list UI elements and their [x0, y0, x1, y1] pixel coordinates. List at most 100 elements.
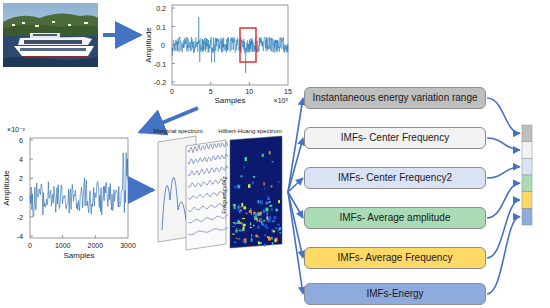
drawing-part — [251, 238, 253, 242]
drawing-part — [267, 215, 268, 219]
axis-label: 2000 — [88, 242, 104, 249]
feature-vector — [522, 125, 532, 225]
axis-label: Marginal spectrum — [153, 128, 202, 134]
flow-arrow — [103, 33, 140, 37]
axis-label: 0.2 — [156, 5, 166, 12]
drawing-part — [233, 205, 236, 207]
drawing-part — [258, 201, 260, 204]
drawing-part — [30, 197, 33, 198]
drawing-part — [243, 227, 245, 230]
drawing-part — [269, 216, 272, 220]
drawing-part — [522, 192, 532, 209]
drawing-part — [188, 166, 228, 176]
box-label: IMFs- Center Frequency2 — [338, 172, 452, 184]
axis-label: 0 — [161, 42, 165, 49]
drawing-part — [172, 5, 288, 85]
axis-label: 15 — [284, 88, 292, 95]
drawing-part — [257, 212, 260, 216]
drawing-part — [269, 201, 271, 202]
axis-label: Samples — [63, 252, 94, 260]
drawing-part — [14, 46, 94, 56]
drawing-part — [262, 154, 264, 157]
drawing-part — [259, 218, 262, 220]
drawing-part — [264, 182, 265, 185]
drawing-part — [230, 136, 282, 248]
drawing-part — [3, 36, 98, 67]
flow-arrow — [133, 188, 153, 192]
drawing-part — [3, 25, 98, 36]
drawing-part — [259, 220, 261, 223]
drawing-part — [267, 202, 270, 203]
drawing-part — [95, 235, 96, 238]
drawing-part — [233, 204, 236, 207]
drawing-part — [239, 230, 242, 232]
drawing-part — [271, 208, 272, 211]
drawing-part — [272, 220, 274, 222]
drawing-part — [249, 210, 252, 213]
drawing-part — [249, 82, 250, 85]
drawing-part — [35, 25, 39, 27]
axis-label: ×10⁻³ — [7, 126, 25, 133]
drawing-part — [3, 3, 98, 67]
drawing-part — [188, 228, 228, 235]
drawing-part — [288, 178, 303, 192]
box-label: IMFs- Average Frequency — [338, 252, 453, 264]
drawing-part — [30, 236, 33, 237]
drawing-part — [30, 178, 33, 179]
boat-photo — [3, 3, 98, 67]
drawing-part — [269, 219, 271, 222]
drawing-part — [269, 205, 272, 207]
drawing-part — [30, 216, 33, 217]
drawing-part — [240, 175, 242, 177]
drawing-part — [245, 242, 246, 243]
axis-label: 6 — [19, 137, 23, 144]
drawing-part — [252, 182, 254, 185]
drawing-part — [288, 138, 303, 192]
axis-label: Amplitude — [3, 170, 11, 206]
drawing-part — [271, 237, 273, 240]
drawing-part — [487, 138, 520, 150]
drawing-part — [172, 8, 175, 9]
drawing-part — [271, 185, 273, 187]
drawing-part — [234, 186, 236, 189]
drawing-part — [244, 239, 247, 241]
drawing-part — [238, 208, 240, 211]
drawing-part — [234, 207, 236, 209]
box-label: IMFs- Average amplitude — [340, 212, 451, 224]
drawing-part — [52, 21, 55, 23]
axis-label: 1000 — [55, 242, 71, 249]
drawing-part — [267, 212, 269, 216]
drawing-part — [188, 142, 228, 235]
drawing-part — [268, 238, 271, 241]
drawing-part — [262, 224, 265, 226]
drawing-part — [237, 221, 240, 224]
drawing-part — [233, 226, 235, 227]
drawing-part — [243, 206, 246, 209]
axis-label: Frequency/Hz — [221, 176, 227, 213]
drawing-part — [241, 223, 243, 224]
drawing-part — [272, 242, 274, 245]
drawing-part — [255, 235, 258, 238]
drawing-part — [232, 234, 234, 235]
drawing-part — [273, 216, 276, 219]
drawing-part — [30, 140, 95, 238]
drawing-part — [62, 235, 63, 238]
axis-label: -4 — [17, 233, 23, 240]
drawing-part — [236, 228, 238, 229]
drawing-part — [238, 238, 241, 239]
feature-box: IMFs- Average Frequency — [304, 247, 486, 269]
drawing-part — [248, 184, 251, 188]
drawing-part — [30, 140, 33, 141]
drawing-part — [172, 45, 175, 46]
drawing-part — [279, 227, 281, 230]
drawing-part — [255, 213, 257, 217]
axis-label: 0.1 — [156, 23, 166, 30]
drawing-part — [278, 181, 281, 182]
drawing-part — [3, 57, 98, 67]
drawing-part — [84, 22, 88, 24]
drawing-part — [243, 166, 244, 169]
drawing-part — [253, 225, 255, 226]
drawing-part — [276, 228, 277, 229]
drawing-part — [245, 157, 248, 161]
